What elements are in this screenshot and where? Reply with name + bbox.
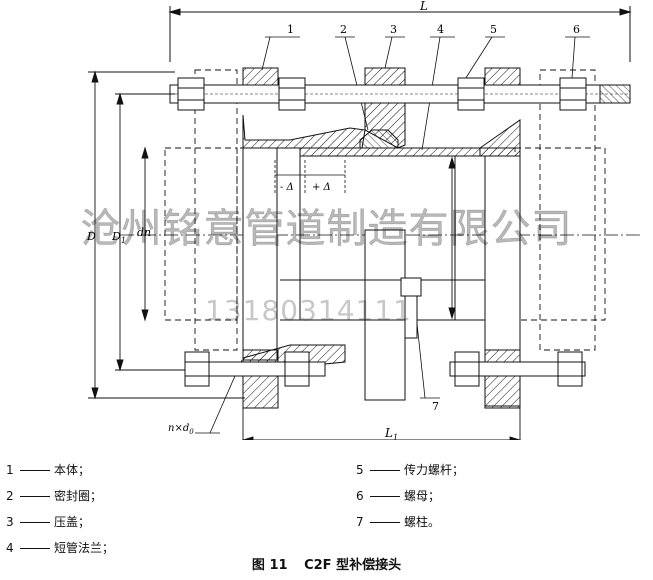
callout-4: 4: [437, 23, 444, 36]
dimension-D1-label: D1: [111, 230, 126, 245]
compensation-joint-drawing: L 1 2 3 4 5 6 7: [86, 0, 640, 440]
dimension-L-label: L: [419, 0, 428, 13]
figure-caption: 图 11 C2F 型补偿接头: [0, 554, 653, 573]
callout-6: 6: [573, 23, 580, 36]
nuts-part-6: [177, 77, 587, 111]
dimension-plus-delta: + Δ: [312, 182, 331, 193]
dimension-L: [168, 6, 632, 62]
callout-5: 5: [490, 23, 497, 36]
phantom-outlines: [164, 69, 606, 351]
dimension-dn-label: dn: [137, 226, 151, 239]
callout-1: 1: [287, 23, 294, 36]
pipe-bore: [280, 156, 485, 321]
callout-3: 3: [390, 23, 397, 36]
figure-number: 图 11: [251, 558, 288, 573]
bolt-spec-label: n×d0: [168, 423, 194, 436]
stud-bolts-part-7: [184, 277, 586, 387]
dimension-verticals: [88, 70, 456, 400]
gland-part-3: [364, 67, 406, 401]
dimension-minus-delta: - Δ: [280, 182, 294, 193]
dimension-L1-label: L1: [384, 426, 398, 440]
callout-2: 2: [340, 23, 347, 36]
figure-title: C2F 型补偿接头: [304, 558, 402, 573]
dimension-delta: [274, 160, 346, 195]
callout-7: 7: [432, 400, 439, 413]
dimension-D-label: D: [86, 230, 96, 243]
dimension-L1: [241, 408, 522, 440]
